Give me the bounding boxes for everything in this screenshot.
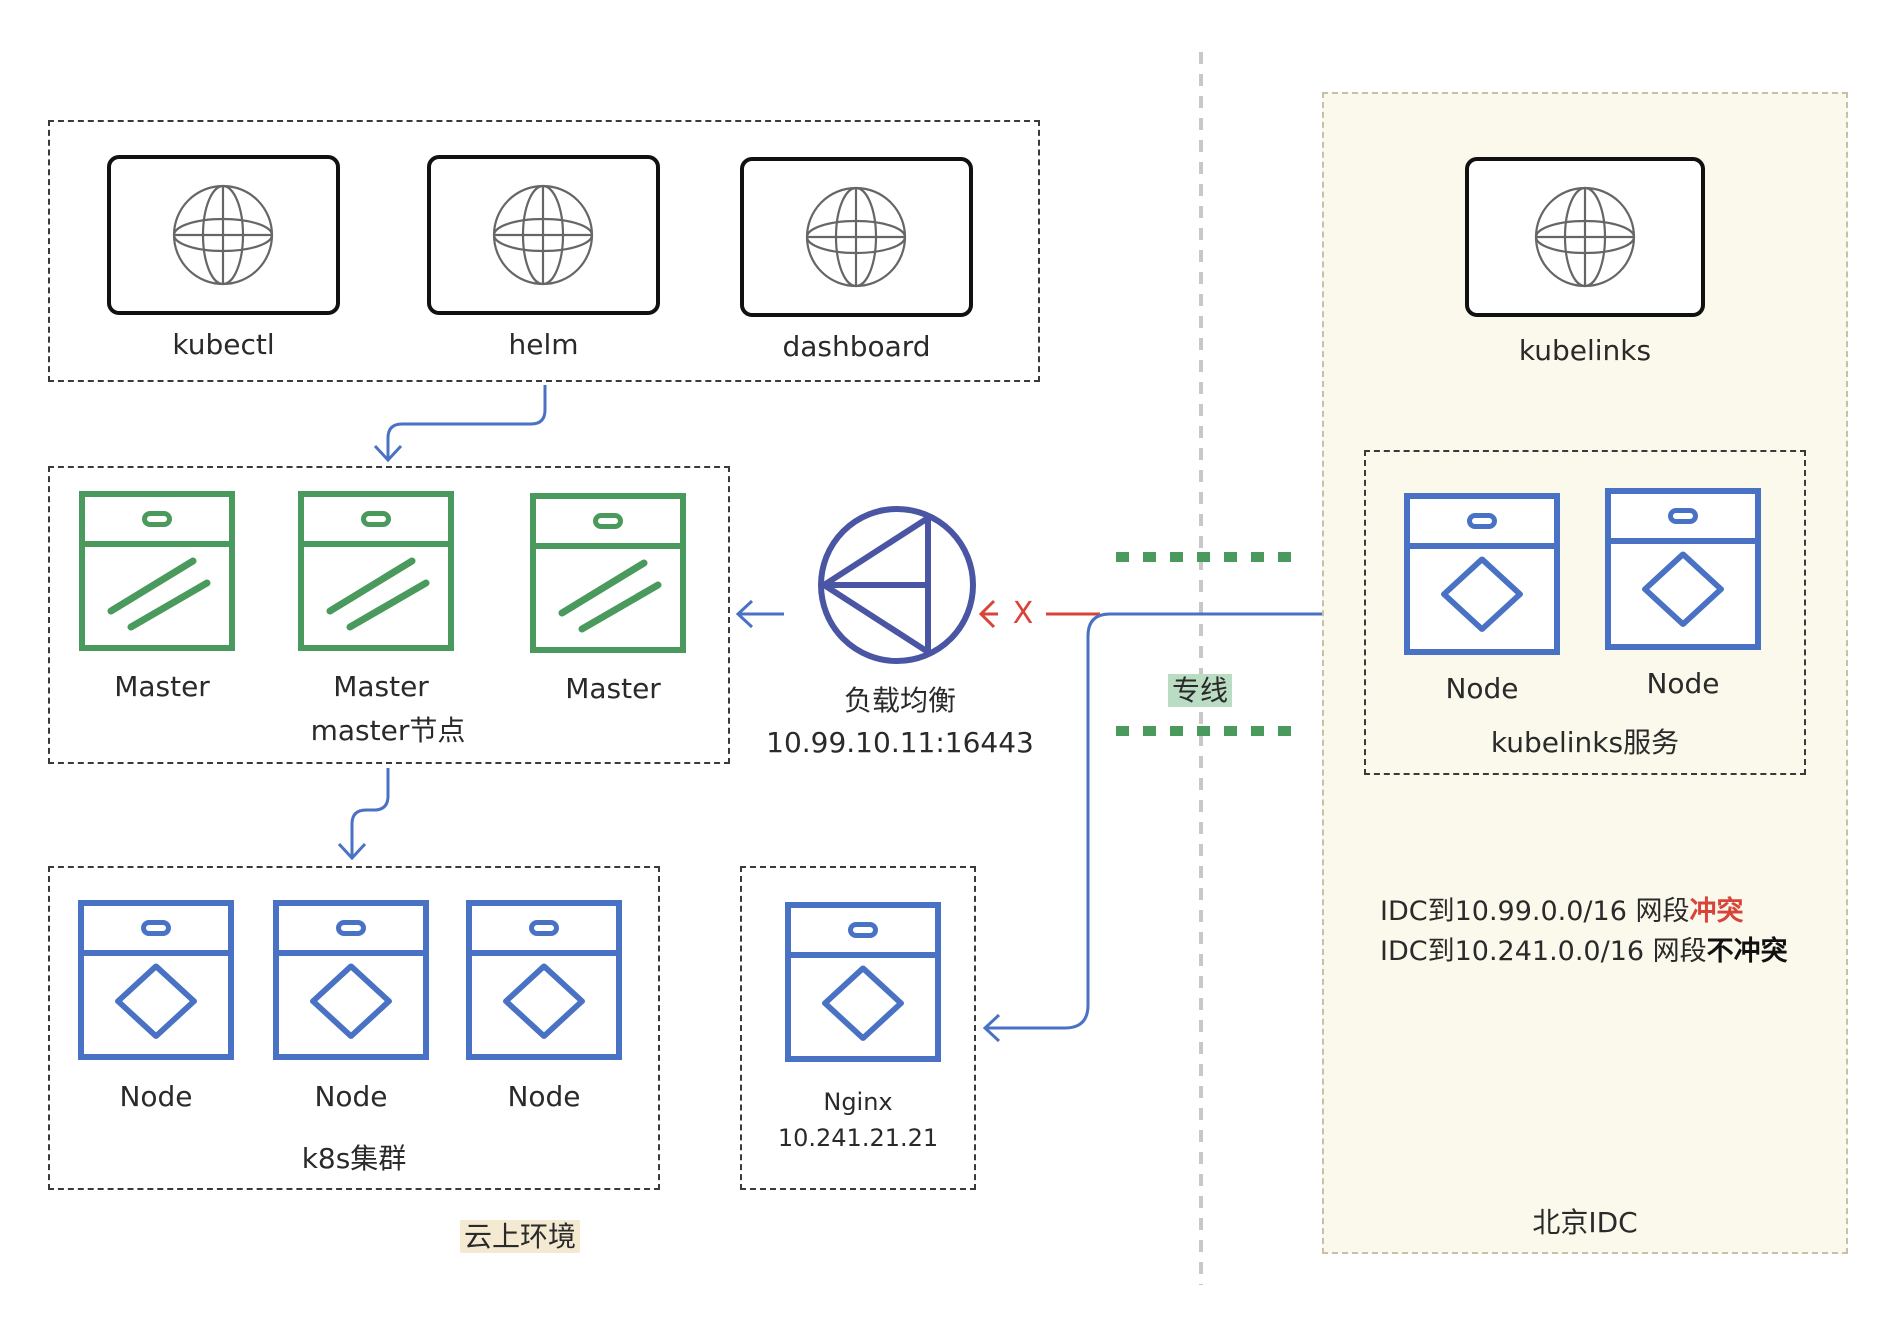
dashboard-card[interactable] [740,157,973,317]
master-icon [107,557,211,631]
server-indicator-icon [336,920,366,936]
helm-card[interactable] [427,155,660,315]
master-label-2: Master [333,670,429,703]
nginx-server[interactable] [785,902,941,1062]
dedicated-line-label: 专线 [1150,674,1250,708]
blocked-mark: X [1012,596,1034,631]
arrow-kubelinks-to-nginx [985,612,1360,1030]
diamond-icon [822,965,904,1041]
cloud-zone-label: 云上环境 [440,1220,600,1254]
cluster-group [48,866,660,1190]
master-label-3: Master [565,672,661,705]
diamond-icon [1642,551,1724,627]
masters-group [48,466,730,764]
dashboard-label: dashboard [782,330,931,363]
globe-icon [805,186,907,288]
arrow-tools-to-masters [386,385,547,460]
master-icon [558,559,662,633]
network-note-2: IDC到10.241.0.0/16 网段不冲突 [1380,936,1788,967]
load-balancer-label: 负载均衡 [843,684,956,717]
master-server-3[interactable] [530,493,686,653]
kubelinks-service-label: kubelinks服务 [1490,726,1680,759]
cluster-node-label-2: Node [314,1080,388,1113]
server-indicator-icon [142,511,172,527]
server-indicator-icon [1668,508,1698,524]
master-server-1[interactable] [79,491,235,651]
kubelinks-service-group [1364,450,1806,775]
idc-node-1[interactable] [1404,493,1560,655]
server-indicator-icon [593,513,623,529]
cluster-node-2[interactable] [273,900,429,1060]
idc-node-label-2: Node [1646,667,1720,700]
nginx-label: Nginx [823,1088,893,1116]
load-balancer-icon[interactable] [812,500,982,670]
idc-node-2[interactable] [1605,488,1761,650]
kubelinks-card[interactable] [1465,157,1705,317]
globe-icon [172,184,274,286]
nginx-address: 10.241.21.21 [777,1124,939,1152]
diamond-icon [115,963,197,1039]
kubectl-label: kubectl [172,328,275,361]
tools-group [48,120,1040,382]
master-server-2[interactable] [298,491,454,651]
globe-icon [1534,186,1636,288]
arrow-masters-to-cluster [350,768,390,858]
diamond-icon [503,963,585,1039]
idc-node-label-1: Node [1445,672,1519,705]
network-note-1: IDC到10.99.0.0/16 网段冲突 [1380,896,1744,927]
cluster-node-label-1: Node [119,1080,193,1113]
masters-group-label: master节点 [310,714,466,747]
load-balancer-address: 10.99.10.11:16443 [766,726,1034,759]
server-indicator-icon [848,922,878,938]
server-indicator-icon [141,920,171,936]
server-indicator-icon [1467,513,1497,529]
cluster-node-1[interactable] [78,900,234,1060]
helm-label: helm [508,328,579,361]
nginx-group [740,866,976,1190]
globe-icon [492,184,594,286]
kubectl-card[interactable] [107,155,340,315]
cluster-node-label-3: Node [507,1080,581,1113]
diamond-icon [310,963,392,1039]
kubelinks-label: kubelinks [1518,334,1652,367]
idc-zone-label: 北京IDC [1532,1206,1638,1239]
cluster-group-label: k8s集群 [301,1142,407,1175]
server-indicator-icon [529,920,559,936]
master-label-1: Master [114,670,210,703]
server-indicator-icon [361,511,391,527]
diamond-icon [1441,556,1523,632]
cluster-node-3[interactable] [466,900,622,1060]
master-icon [326,557,430,631]
